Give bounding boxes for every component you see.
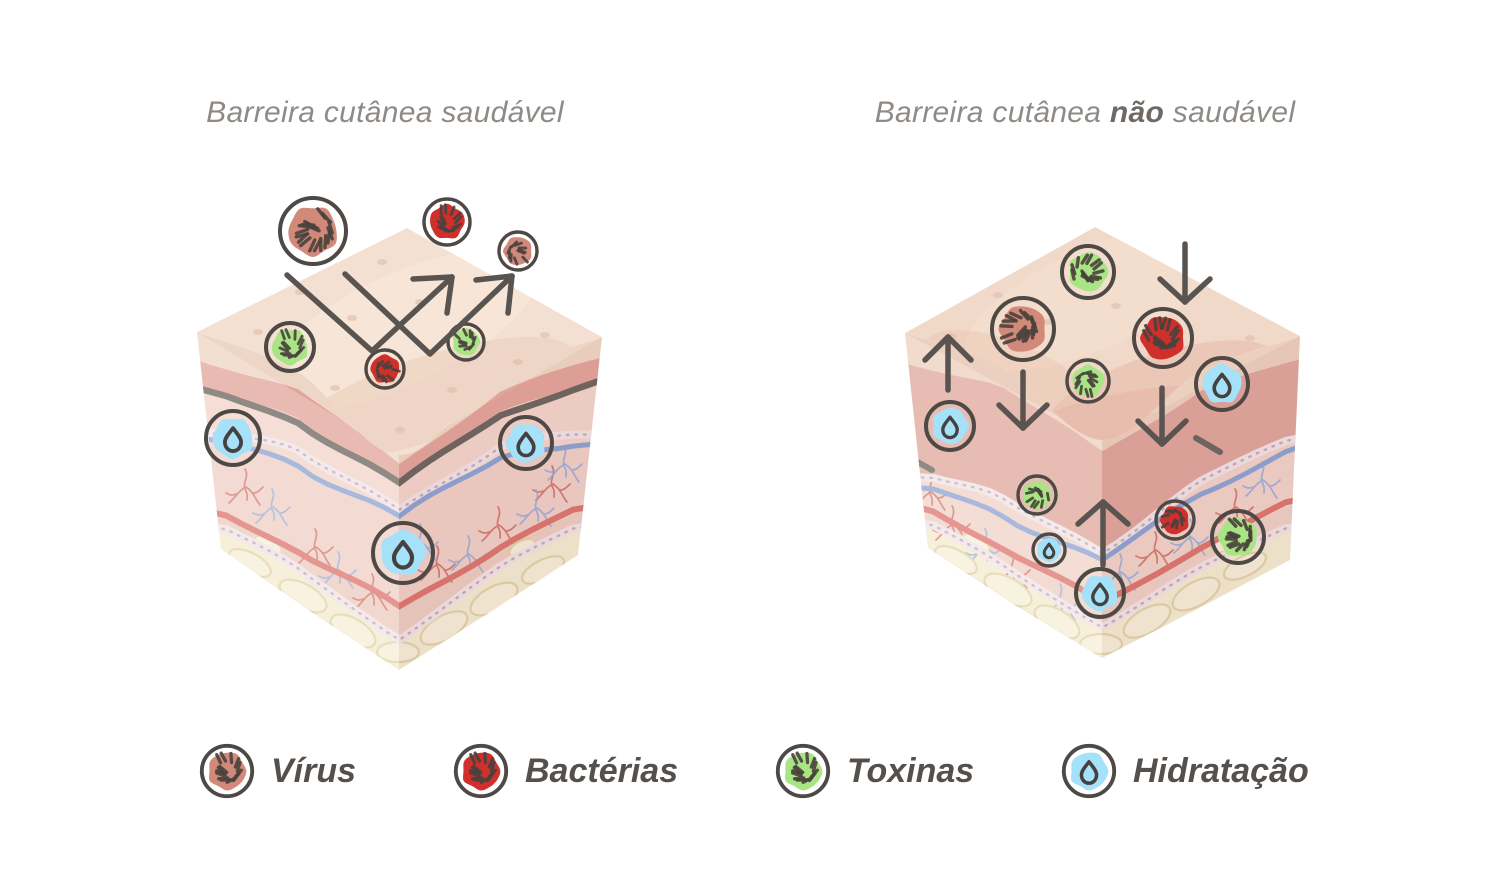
legend-label-hydration: Hidratação: [1133, 751, 1309, 790]
broken-barrier-fragment: [1193, 435, 1223, 455]
flow-arrow: [922, 334, 974, 393]
flow-arrow: [1157, 241, 1213, 305]
hydration-icon: [1061, 743, 1117, 799]
hydration-icon: [498, 415, 554, 471]
virus-icon: [199, 743, 255, 799]
legend-label-virus: Vírus: [271, 751, 357, 790]
toxin-icon: [775, 743, 831, 799]
toxin-icon: [1060, 244, 1116, 300]
hydration-icon: [204, 409, 262, 467]
toxin-icon: [1065, 358, 1111, 404]
virus-icon: [990, 296, 1056, 362]
hydration-icon: [1074, 567, 1126, 619]
healthy-particles: [204, 196, 554, 585]
unhealthy-title-bold: não: [1109, 96, 1165, 129]
flow-arrow: [284, 272, 455, 354]
legend-label-bacteria: Bactérias: [525, 751, 679, 790]
healthy-title: Barreira cutânea saudável: [85, 96, 685, 130]
virus-icon: [497, 230, 539, 272]
unhealthy-arrows: [922, 241, 1213, 568]
unhealthy-title-prefix: Barreira cutânea: [874, 96, 1110, 129]
toxin-icon: [446, 322, 486, 362]
toxin-icon: [264, 321, 316, 373]
flow-arrow: [1135, 385, 1189, 447]
bacteria-icon: [453, 743, 509, 799]
bacteria-icon: [1132, 307, 1194, 369]
hydration-icon: [1194, 356, 1250, 412]
hydration-icon: [1031, 532, 1067, 568]
bacteria-icon: [422, 197, 472, 247]
legend-item-toxin: Toxinas: [772, 740, 974, 802]
healthy-skin-cube: [197, 196, 602, 670]
healthy-title-text: Barreira cutânea saudável: [206, 96, 564, 129]
flow-arrow: [1075, 499, 1131, 568]
healthy-arrows: [284, 271, 515, 357]
bacteria-icon: [1154, 499, 1196, 541]
toxin-icon: [1016, 474, 1058, 516]
hydration-icon: [371, 521, 435, 585]
legend-item-hydration: Hidratação: [1058, 740, 1309, 802]
virus-icon: [199, 743, 255, 799]
toxin-icon: [1210, 509, 1266, 565]
bacteria-icon: [453, 743, 509, 799]
hydration-icon: [924, 400, 976, 452]
toxin-icon: [775, 743, 831, 799]
hydration-icon: [1061, 743, 1117, 799]
flow-arrow: [342, 271, 515, 357]
unhealthy-title-suffix: saudável: [1164, 96, 1296, 129]
legend-label-toxin: Toxinas: [847, 751, 975, 790]
unhealthy-particles: [924, 244, 1266, 619]
flow-arrow: [996, 369, 1050, 431]
bacteria-icon: [364, 348, 406, 390]
legend-item-virus: Vírus: [196, 740, 356, 802]
unhealthy-skin-cube: [905, 227, 1300, 658]
unhealthy-title: Barreira cutânea não saudável: [785, 96, 1385, 130]
legend-item-bacteria: Bactérias: [450, 740, 678, 802]
virus-icon: [278, 196, 348, 266]
